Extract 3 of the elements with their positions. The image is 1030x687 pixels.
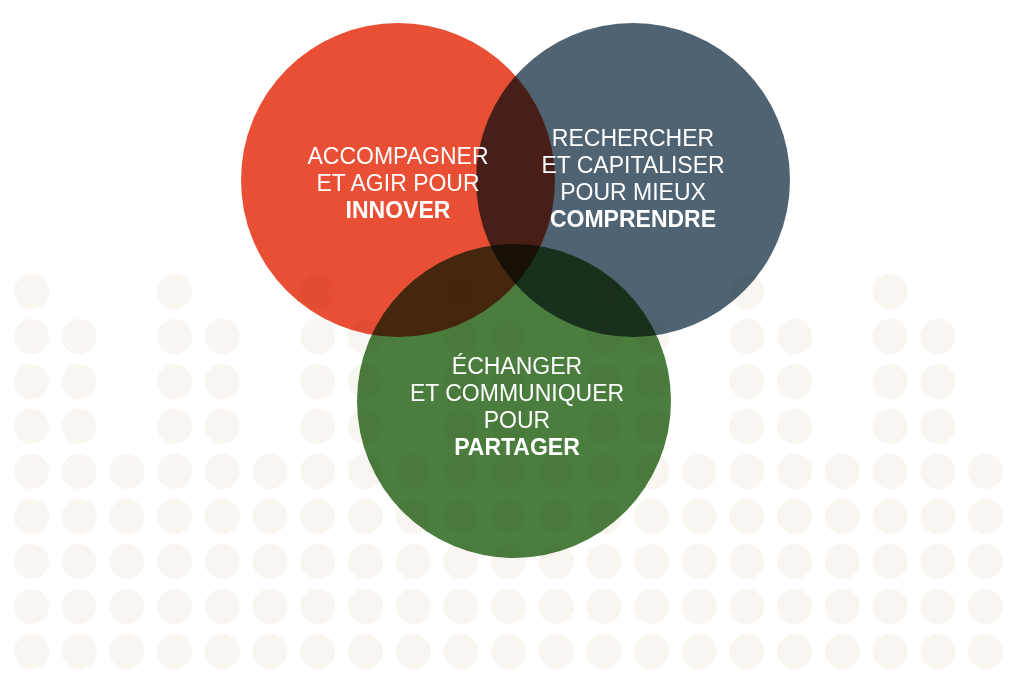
circle-text: ÉCHANGER ET COMMUNIQUER POUR PARTAGER bbox=[409, 353, 625, 461]
venn-circle bbox=[357, 244, 671, 558]
circle-text: RECHERCHER ET CAPITALISER POUR MIEUX COMPRENDRE bbox=[541, 125, 725, 233]
